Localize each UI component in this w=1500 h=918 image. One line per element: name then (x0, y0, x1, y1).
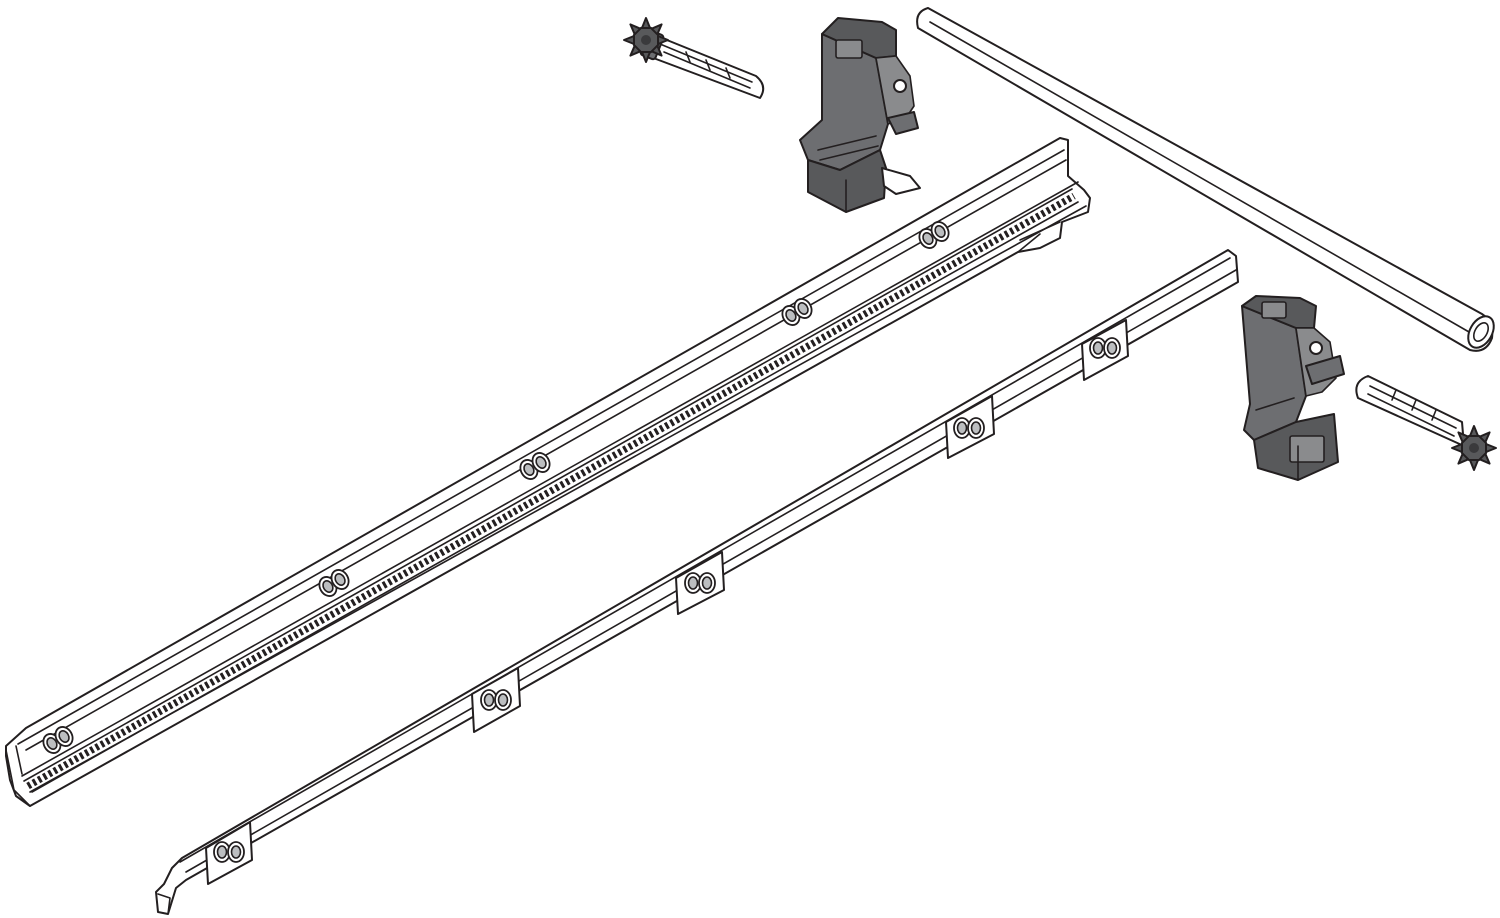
coupling-clip-top (799, 17, 921, 213)
rail-mount-pad (205, 821, 253, 885)
toothed-rack (23, 188, 1079, 793)
expansion-dowel-right (1355, 375, 1497, 471)
drawer-runner-rail (5, 137, 1091, 807)
rail-mount-pad (675, 551, 725, 615)
rail-mount-pad (471, 667, 521, 733)
rail-mount-pad (945, 395, 995, 459)
synchronisation-rod (916, 7, 1495, 352)
rail-mount-pad (1081, 319, 1129, 381)
cabinet-profile-rail (155, 249, 1239, 915)
expansion-dowel-top (623, 17, 765, 99)
coupling-clip-right (1241, 295, 1345, 481)
